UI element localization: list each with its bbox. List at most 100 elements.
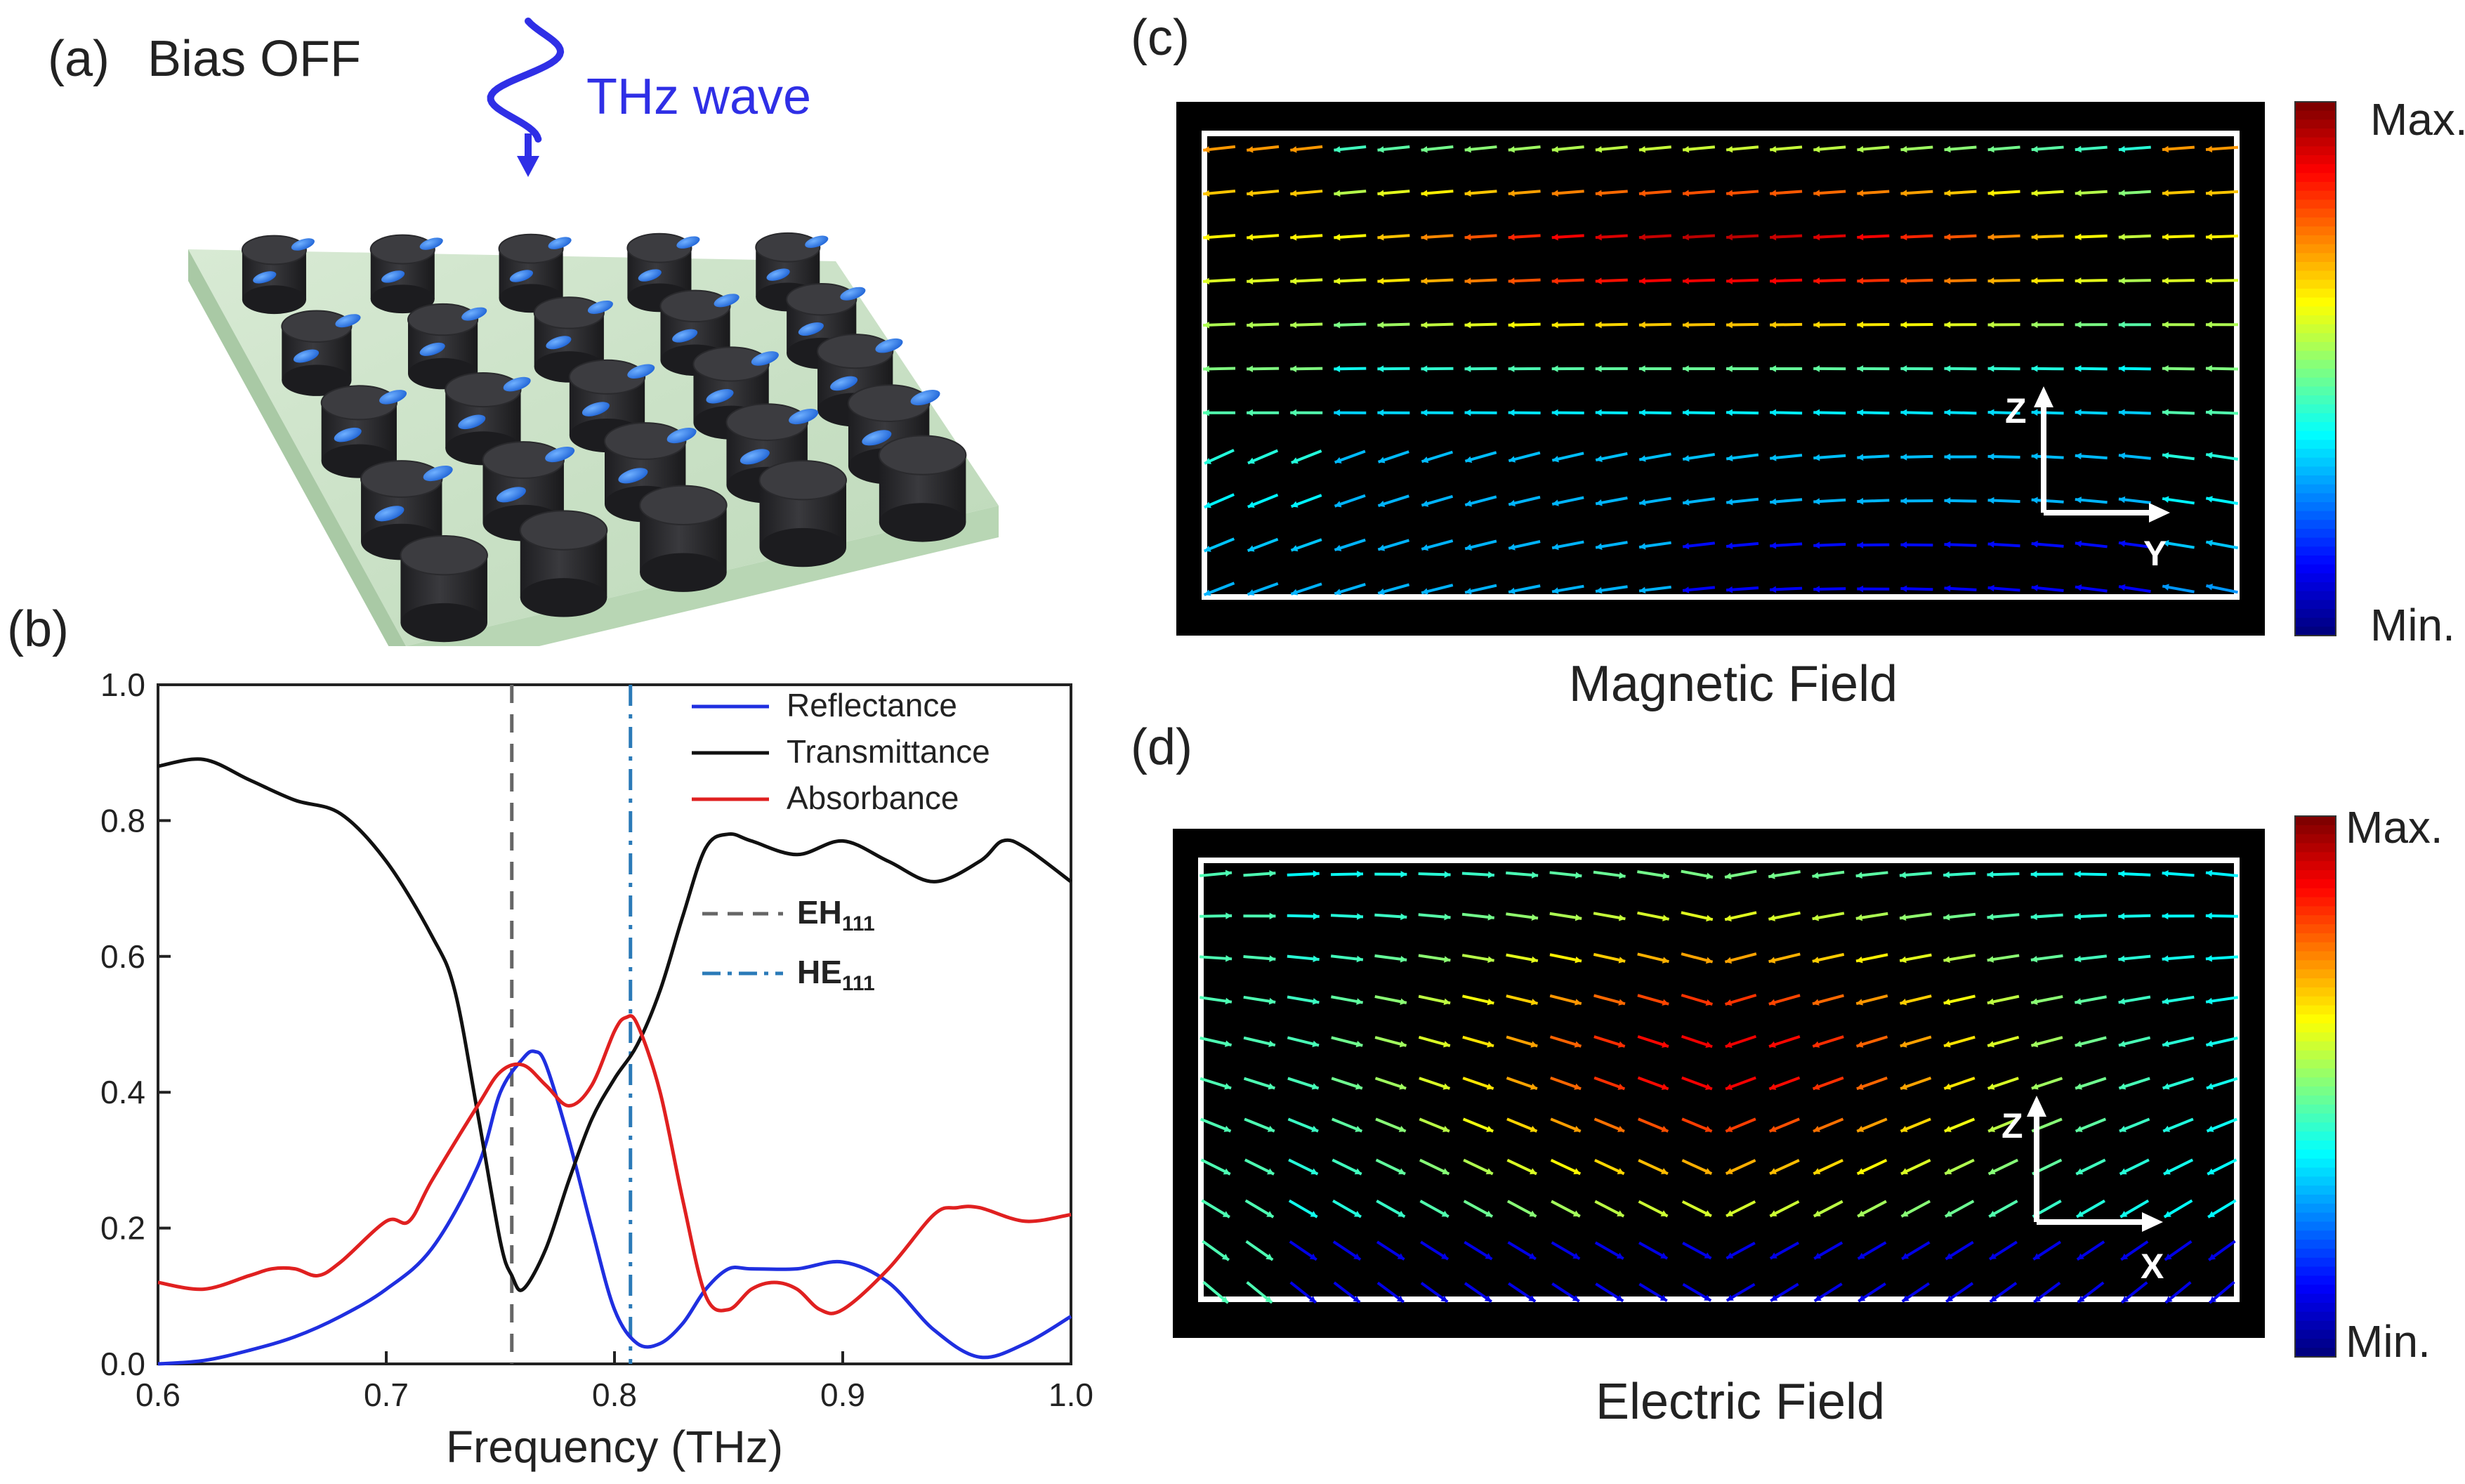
field-arrowhead <box>1574 1083 1582 1090</box>
axis-z-label: Z <box>2005 391 2027 431</box>
field-arrowhead <box>1638 190 1646 197</box>
lc-molecule <box>862 430 892 446</box>
field-arrowhead <box>2033 1253 2041 1260</box>
field-arrowhead <box>1225 954 1232 962</box>
field-arrowhead <box>1551 365 1558 372</box>
lc-molecule <box>548 237 572 249</box>
field-arrowhead <box>1987 190 1994 197</box>
field-arrowhead <box>1268 1083 1275 1090</box>
field-arrowhead <box>1421 277 1428 285</box>
field-arrowhead <box>1421 588 1428 595</box>
field-arrowhead <box>1770 454 1777 461</box>
x-axis-label: Frequency (THz) <box>446 1421 783 1472</box>
field-arrowhead <box>2031 452 2038 460</box>
field-arrowhead <box>1813 1083 1820 1090</box>
field-arrowhead <box>2119 1168 2127 1175</box>
field-arrowhead <box>1354 1168 1362 1175</box>
field-arrowhead <box>2205 912 2212 919</box>
field-arrowhead <box>1572 1210 1580 1216</box>
field-arrowhead <box>2118 496 2126 504</box>
colorbar-segment <box>2295 1348 2336 1358</box>
colorbar-segment <box>2295 951 2336 961</box>
field-arrowhead <box>1726 277 1733 284</box>
colorbar-segment <box>2295 377 2336 388</box>
field-arrowhead <box>1944 409 1951 416</box>
field-arrowhead <box>1421 365 1428 372</box>
colorbar-segment <box>2295 235 2336 245</box>
field-arrowhead <box>1900 1125 1908 1132</box>
dielectric-outline <box>1202 131 2240 600</box>
field-arrowhead <box>1726 1210 1734 1216</box>
field-arrowhead <box>2205 869 2213 877</box>
field-arrowhead <box>1943 914 1950 921</box>
field-arrowhead <box>1813 1168 1821 1174</box>
field-arrowhead <box>1464 190 1471 197</box>
field-arrowhead <box>1726 586 1733 593</box>
field-arrowhead <box>1768 914 1775 921</box>
colorbar-segment <box>2295 1186 2336 1195</box>
colorbar-segment <box>2295 404 2336 414</box>
pillar-top <box>241 235 307 265</box>
colorbar-segment <box>2295 466 2336 476</box>
field-arrowhead <box>1421 409 1428 416</box>
colorbar-segment <box>2295 1294 2336 1304</box>
field-arrowhead <box>1726 1294 1734 1301</box>
field-arrowhead <box>1247 365 1253 373</box>
colorbar-segment <box>2295 1131 2336 1141</box>
field-arrowhead <box>2162 1040 2169 1047</box>
field-arrowhead <box>1399 1083 1407 1090</box>
field-arrowhead <box>1706 914 1713 922</box>
field-arrowhead <box>1945 1168 1952 1175</box>
field-arrowhead <box>1944 365 1951 372</box>
field-arrowhead <box>2205 365 2212 372</box>
field-arrowhead <box>1334 190 1341 197</box>
field-arrowhead <box>1247 409 1253 416</box>
field-arrowhead <box>2075 955 2082 963</box>
field-arrowhead <box>1595 277 1602 284</box>
field-arrowhead <box>1813 1210 1821 1216</box>
field-arrowhead <box>1813 277 1820 284</box>
field-arrowhead <box>1683 499 1690 506</box>
field-arrowhead <box>1377 277 1384 285</box>
field-arrowhead <box>1900 277 1907 284</box>
pillar-base <box>640 553 727 592</box>
colorbar-segment <box>2295 996 2336 1006</box>
field-arrowhead <box>1902 1252 1909 1259</box>
colorbar-segment <box>2295 342 2336 352</box>
field-arrowhead <box>1770 409 1777 416</box>
colorbar-segment <box>2295 564 2336 574</box>
field-arrowhead <box>1900 454 1907 461</box>
pillar-top <box>400 534 488 576</box>
field-arrowhead <box>1596 543 1603 550</box>
colorbar-segment <box>2295 1122 2336 1133</box>
colorbar-segment <box>2295 1176 2336 1187</box>
colorbar-segment <box>2295 306 2336 316</box>
pillar-top <box>568 359 646 395</box>
field-arrowhead <box>1900 956 1907 964</box>
colorbar-segment <box>2295 280 2336 289</box>
field-arrowhead <box>2122 1296 2129 1303</box>
lc-molecule <box>676 236 700 249</box>
pillar-top <box>725 403 808 441</box>
field-arrowhead <box>1334 544 1342 551</box>
field-arrowhead <box>2118 233 2125 241</box>
field-arrowhead <box>1575 914 1582 921</box>
colorbar-segment <box>2295 933 2336 943</box>
x-tick-label: 0.7 <box>364 1377 409 1413</box>
field-arrowhead <box>1552 543 1559 551</box>
field-arrowhead <box>1309 1253 1317 1260</box>
pillar-top <box>659 289 731 323</box>
field-arrowhead <box>1268 997 1276 1005</box>
field-arrowhead <box>1768 957 1776 964</box>
field-arrowhead <box>1203 409 1209 416</box>
field-arrowhead <box>1310 1211 1317 1217</box>
lc-molecule <box>581 402 610 416</box>
pillar <box>360 460 453 560</box>
colorbar-max-label: Max. <box>2370 94 2465 145</box>
field-arrowhead <box>1769 1083 1777 1090</box>
field-arrowhead <box>1813 999 1820 1006</box>
field-arrowhead <box>2207 1125 2214 1132</box>
lc-molecule <box>381 270 405 283</box>
field-arrowhead <box>1726 1168 1733 1174</box>
field-arrowhead <box>2075 277 2082 284</box>
